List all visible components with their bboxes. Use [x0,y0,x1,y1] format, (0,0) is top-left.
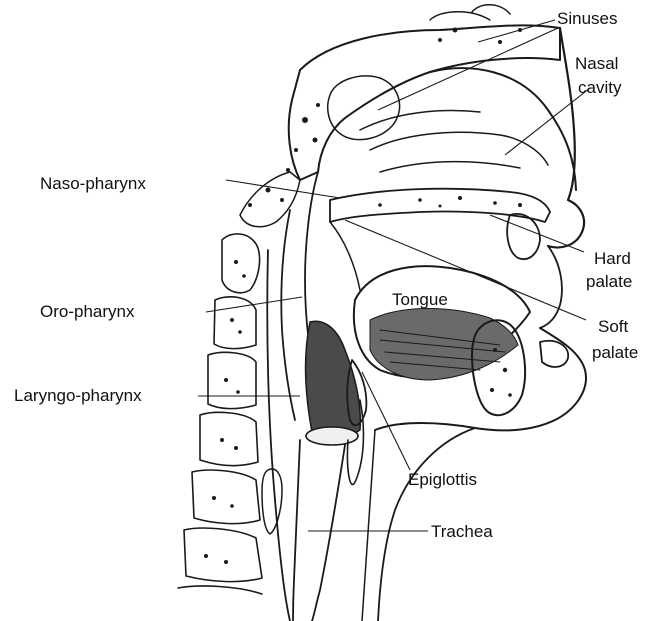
label-oro-pharynx: Oro-pharynx [40,302,135,321]
label-laryngo-pharynx: Laryngo-pharynx [14,386,142,405]
anatomy-illustration [178,5,586,621]
label-trachea: Trachea [431,522,493,541]
leader-epiglottis [362,372,410,470]
label-hard-palate-line1: Hard [594,249,631,268]
cervical-spine [178,234,290,621]
larynx [306,321,367,484]
label-sinuses: Sinuses [557,9,617,28]
label-nasal-cavity-line2: cavity [578,78,622,97]
label-hard-palate-line2: palate [586,272,632,291]
hard-palate [330,189,550,222]
label-epiglottis: Epiglottis [408,470,477,489]
leader-nasal-cavity [505,88,590,155]
leader-oro-pharynx [206,297,302,312]
tongue-body [354,266,530,380]
nasal-cavity [360,28,584,247]
label-nasal-cavity-line1: Nasal [575,54,618,73]
leader-sinuses-lower [378,28,558,110]
upper-lip [507,214,562,328]
labels: Sinuses Nasal cavity Naso-pharynx Hard p… [14,9,638,541]
leader-soft-palate [345,220,586,320]
trachea-airway [262,430,375,621]
label-naso-pharynx: Naso-pharynx [40,174,146,193]
label-soft-palate-line1: Soft [598,317,629,336]
label-tongue: Tongue [392,290,448,309]
leader-naso-pharynx [226,180,340,198]
leader-sinuses-upper [478,20,555,42]
label-soft-palate-line2: palate [592,343,638,362]
